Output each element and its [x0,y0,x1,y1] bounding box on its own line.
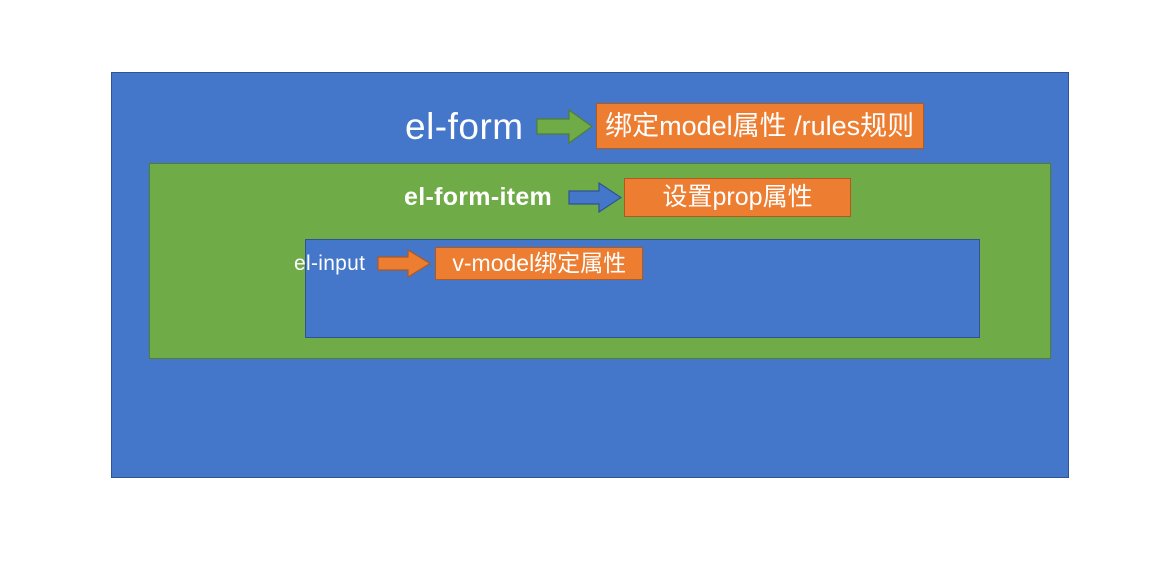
arrow-right-icon [377,248,432,278]
el-form-item-label: el-form-item [404,182,553,211]
arrow-right-icon [536,108,593,144]
el-form-callout: 绑定model属性 /rules规则 [595,103,924,149]
row-el-form: el-form 绑定model属性 /rules规则 [405,103,924,149]
arrow-right-icon [568,181,623,213]
el-input-callout: v-model绑定属性 [435,246,644,280]
row-el-input: el-input v-model绑定属性 [294,246,644,280]
el-form-label: el-form [405,105,524,147]
row-el-form-item: el-form-item 设置prop属性 [404,177,852,217]
el-form-item-callout: 设置prop属性 [624,177,852,217]
el-input-label: el-input [294,251,366,275]
